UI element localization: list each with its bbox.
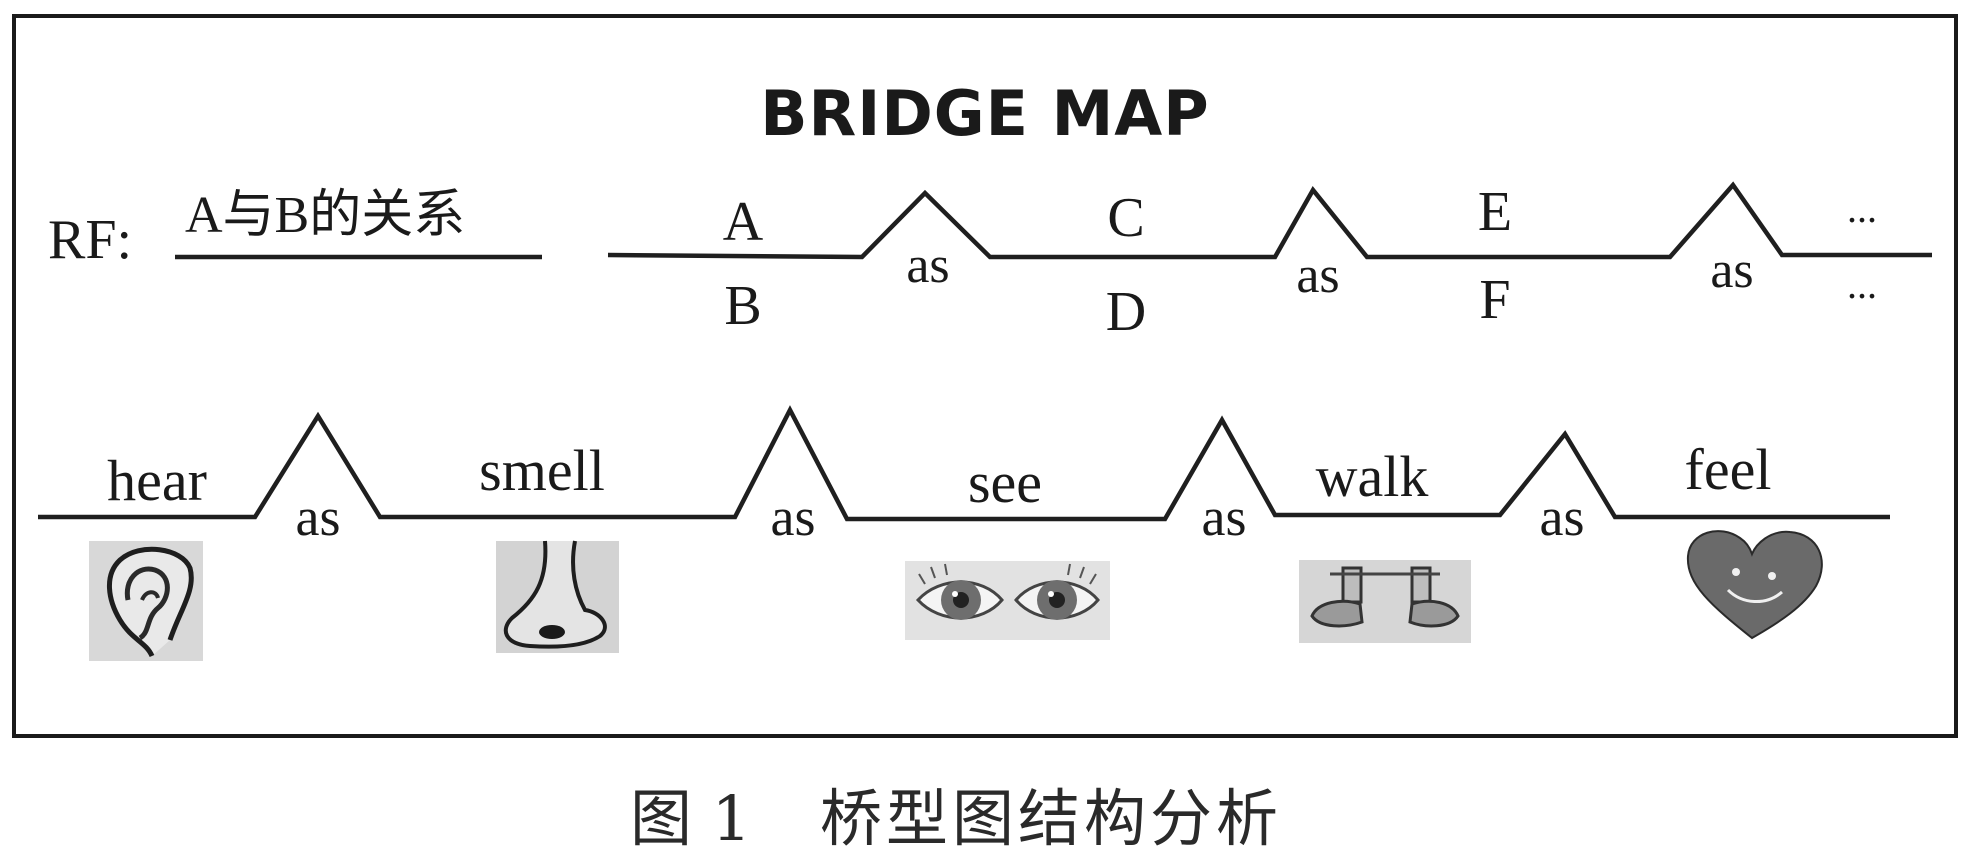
eyes-icon xyxy=(905,561,1110,640)
example-connector-1: as xyxy=(296,487,341,547)
template-ellipsis-top: ... xyxy=(1847,186,1877,231)
example-connector-3: as xyxy=(1202,487,1247,547)
template-bridge-line xyxy=(607,181,1932,260)
figure-caption-text: 桥型图结构分析 xyxy=(820,782,1282,855)
nose-icon xyxy=(496,540,619,653)
example-word-see: see xyxy=(968,450,1042,515)
example-word-feel: feel xyxy=(1685,437,1772,502)
example-connector-2: as xyxy=(771,487,816,547)
legs-icon xyxy=(1299,560,1471,643)
example-word-smell: smell xyxy=(479,438,605,503)
example-connector-4: as xyxy=(1540,487,1585,547)
template-pair-3-top: E xyxy=(1478,181,1512,243)
template-connector-1: as xyxy=(906,237,949,294)
template-pair-1-bottom: B xyxy=(724,275,761,337)
map-title: BRIDGE MAP xyxy=(760,77,1209,150)
template-connector-2: as xyxy=(1296,247,1339,304)
heart-icon xyxy=(1686,530,1823,640)
template-ellipsis-bottom: ... xyxy=(1847,262,1877,307)
rf-label: RF: xyxy=(48,209,132,271)
template-pair-2-bottom: D xyxy=(1106,281,1146,343)
example-word-hear: hear xyxy=(107,448,207,513)
example-bridge-line xyxy=(38,405,1890,522)
figure-caption-number: 图 1 xyxy=(630,782,751,855)
rf-text: A与B的关系 xyxy=(185,187,465,244)
example-word-walk: walk xyxy=(1316,444,1429,509)
figure-frame xyxy=(12,14,1958,738)
template-connector-3: as xyxy=(1710,242,1753,299)
template-pair-1-top: A xyxy=(723,191,764,253)
ear-icon xyxy=(89,541,203,661)
template-pair-3-bottom: F xyxy=(1479,269,1510,331)
template-pair-2-top: C xyxy=(1107,187,1144,249)
